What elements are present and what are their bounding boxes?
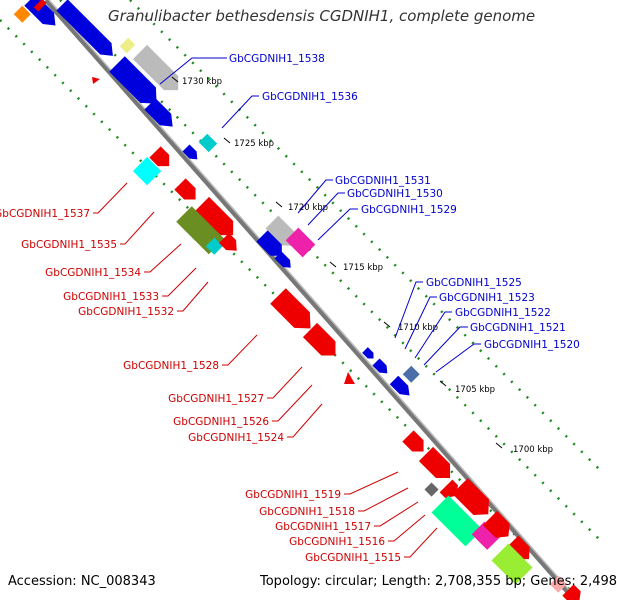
gene-label: GbCGDNIH1_1521 <box>470 322 566 334</box>
gene-label: GbCGDNIH1_1516 <box>289 536 385 548</box>
scale-label: 1705 kbp <box>455 385 495 395</box>
gene-label: GbCGDNIH1_1526 <box>173 416 269 428</box>
gene-label: GbCGDNIH1_1523 <box>439 292 535 304</box>
gene-label: GbCGDNIH1_1537 <box>0 208 90 220</box>
gene-arrow <box>562 584 581 600</box>
gene-label: GbCGDNIH1_1531 <box>335 175 431 187</box>
gene-label: GbCGDNIH1_1534 <box>45 267 141 279</box>
lower-gene-labels: GbCGDNIH1_1537 GbCGDNIH1_1535 GbCGDNIH1_… <box>0 208 401 564</box>
gene-label: GbCGDNIH1_1522 <box>455 307 551 319</box>
gene-arrow <box>198 133 218 153</box>
gene-arrow <box>174 178 196 200</box>
scale-label: 1730 kbp <box>182 77 222 87</box>
gene-label: GbCGDNIH1_1532 <box>78 306 174 318</box>
gene-arrow <box>109 56 157 104</box>
genome-map: 1730 kbp 1725 kbp 1720 kbp 1715 kbp 1710… <box>0 0 601 600</box>
upper-gene-labels: GbCGDNIH1_1538 GbCGDNIH1_1536 GbCGDNIH1_… <box>229 53 580 351</box>
gene-arrow <box>402 430 424 452</box>
gene-label: GbCGDNIH1_1529 <box>361 204 457 216</box>
gene-arrow <box>285 227 316 258</box>
gene-label: GbCGDNIH1_1527 <box>168 393 264 405</box>
scale-label: 1715 kbp <box>343 263 383 273</box>
lower-leader-lines <box>93 182 438 558</box>
gene-arrow <box>270 288 311 329</box>
gene-arrow <box>182 144 198 160</box>
gene-arrow <box>431 495 483 547</box>
gene-arrow <box>389 375 410 396</box>
genome-title: Granulibacter bethesdensis CGDNIH1, comp… <box>108 7 536 25</box>
gene-arrow <box>132 156 162 186</box>
gene-label: GbCGDNIH1_1518 <box>259 506 355 518</box>
gene-label: GbCGDNIH1_1525 <box>426 277 522 289</box>
accession-label: Accession: NC_008343 <box>8 574 156 589</box>
gene-label: GbCGDNIH1_1524 <box>188 432 284 444</box>
gene-arrow <box>482 510 510 538</box>
gene-label: GbCGDNIH1_1535 <box>21 239 117 251</box>
topology-label: Topology: circular; Length: 2,708,355 bp… <box>260 574 617 589</box>
scale-label: 1720 kbp <box>288 203 328 213</box>
gene-arrow <box>471 521 500 550</box>
gene-arrow <box>344 372 355 384</box>
gene-label: GbCGDNIH1_1517 <box>275 521 371 533</box>
gene-arrow <box>302 322 336 356</box>
gene-arrow <box>418 446 451 479</box>
gene-arrow <box>205 237 223 255</box>
gene-arrow <box>144 98 173 127</box>
forward-strand-genes <box>24 0 420 396</box>
scale-labels: 1730 kbp 1725 kbp 1720 kbp 1715 kbp 1710… <box>182 77 553 455</box>
gene-arrow <box>194 196 234 236</box>
gene-arrow <box>13 5 31 23</box>
scale-label: 1725 kbp <box>234 139 274 149</box>
gene-arrow <box>274 251 291 268</box>
upper-leader-lines <box>159 57 481 373</box>
scale-label: 1700 kbp <box>513 445 553 455</box>
gene-arrow <box>372 358 388 374</box>
gene-arrow <box>491 543 533 585</box>
gene-arrow <box>24 0 56 26</box>
gene-label: GbCGDNIH1_1520 <box>484 339 580 351</box>
gene-label: GbCGDNIH1_1536 <box>262 91 358 103</box>
gene-arrow <box>56 0 113 56</box>
gene-label: GbCGDNIH1_1530 <box>347 188 443 200</box>
gene-arrow <box>33 0 47 12</box>
gene-arrow <box>119 37 136 54</box>
gene-label: GbCGDNIH1_1515 <box>305 552 401 564</box>
gene-arrow <box>424 482 439 497</box>
scale-label: 1710 kbp <box>398 323 438 333</box>
gene-label: GbCGDNIH1_1528 <box>123 360 219 372</box>
gene-arrow <box>92 77 100 84</box>
gene-label: GbCGDNIH1_1519 <box>245 489 341 501</box>
reverse-strand-genes <box>13 0 581 600</box>
scale-ticks <box>171 76 503 449</box>
gene-arrow <box>452 478 489 515</box>
gene-label: GbCGDNIH1_1538 <box>229 53 325 65</box>
gene-arrow <box>149 146 170 167</box>
gene-arrow <box>256 230 282 256</box>
gene-arrow <box>402 365 420 383</box>
gene-arrow <box>219 233 237 251</box>
gene-label: GbCGDNIH1_1533 <box>63 291 159 303</box>
